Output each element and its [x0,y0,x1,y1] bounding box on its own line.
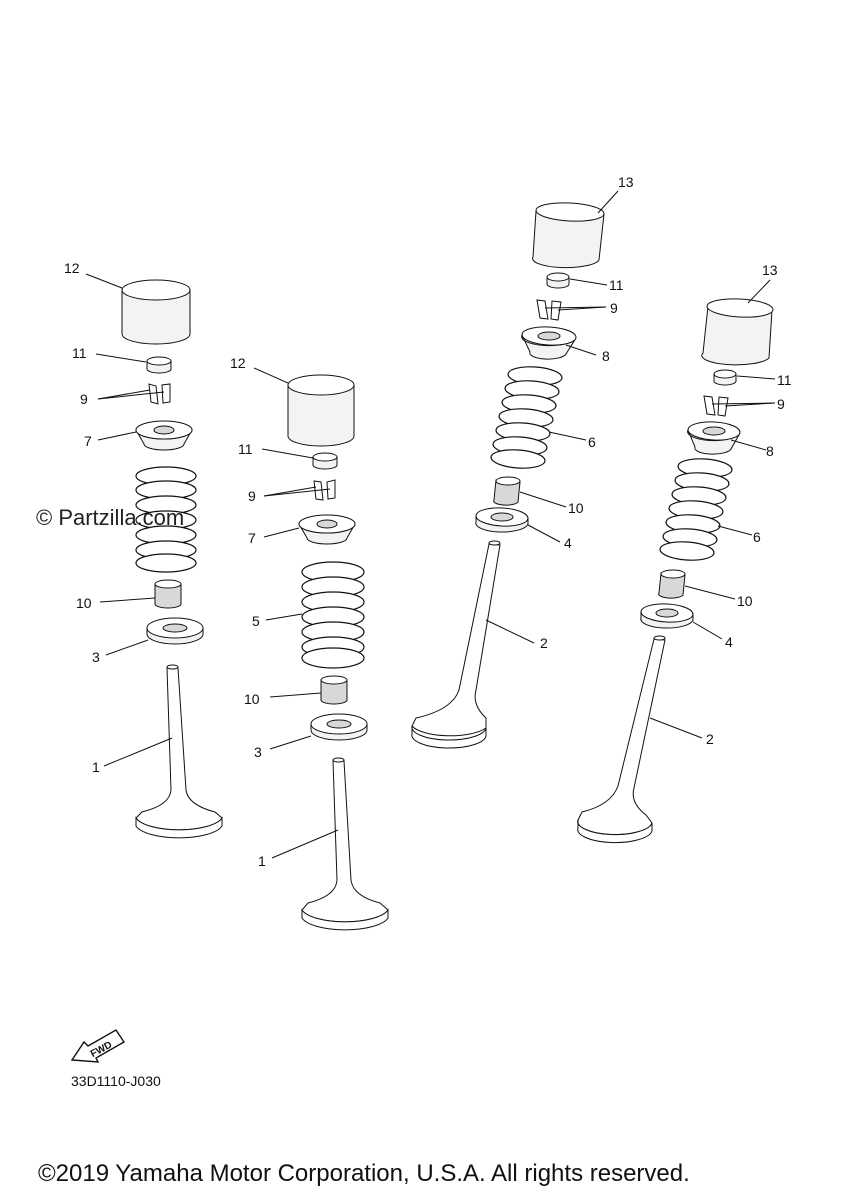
valve-pad-11a [146,356,172,374]
callout-4d: 4 [725,634,733,650]
intake-valve-1a [135,664,223,839]
valve-stem-seal-10b [320,675,348,705]
callout-8c: 8 [602,348,610,364]
valve-lifter-12b [287,374,355,447]
valve-pad-11d [713,369,737,386]
spring-seat-4d [640,603,694,629]
spring-seat-3a [146,617,204,645]
valve-pad-11b [312,452,338,470]
callout-3b: 3 [254,744,262,760]
callout-1a: 1 [92,759,100,775]
callout-7b: 7 [248,530,256,546]
valve-spring-6c [490,366,563,469]
callout-10a: 10 [76,595,92,611]
callout-2c: 2 [540,635,548,651]
callout-8d: 8 [766,443,774,459]
callout-3a: 3 [92,649,100,665]
exhaust-valve-2c [411,540,501,749]
callout-9d: 9 [777,396,785,412]
callout-9a: 9 [80,391,88,407]
callout-11d: 11 [777,372,792,388]
callout-11c: 11 [609,277,624,293]
valve-cotter-9a [148,383,171,405]
valve-stem-seal-10d [658,569,686,599]
valve-cotter-9c [536,299,562,321]
spring-retainer-7b [298,514,356,545]
intake-valve-1b [301,757,389,931]
callout-2d: 2 [706,731,714,747]
exhaust-valve-2d [577,635,666,844]
callout-11b: 11 [238,441,253,457]
valve-stem-seal-10a [154,579,182,609]
callout-10b: 10 [244,691,260,707]
part-code: 33D1110-J030 [71,1073,161,1089]
valve-lifter-13d [701,298,774,366]
valve-stack-d: 13 11 9 8 6 10 4 2 [577,262,792,844]
spring-retainer-8c [521,326,577,360]
spring-retainer-8d [687,421,741,455]
callout-7a: 7 [84,433,92,449]
callout-13d: 13 [762,262,778,278]
callout-1b: 1 [258,853,266,869]
callout-6c: 6 [588,434,596,450]
valve-stack-c: 13 11 9 8 6 10 4 2 [411,174,634,749]
callout-10d: 10 [737,593,753,609]
callout-12b: 12 [230,355,246,371]
valve-cotter-9d [703,395,729,417]
callout-4c: 4 [564,535,572,551]
copyright-notice: ©2019 Yamaha Motor Corporation, U.S.A. A… [38,1160,690,1187]
valve-stem-seal-10c [493,476,521,506]
callout-12a: 12 [64,260,80,276]
valve-spring-6d [659,458,733,561]
valve-lifter-12a [121,279,191,345]
spring-retainer-7a [135,420,193,451]
callout-9b: 9 [248,488,256,504]
callout-13c: 13 [618,174,634,190]
valve-stack-b: 12 11 9 7 5 10 3 1 [230,355,389,931]
callout-10c: 10 [568,500,584,516]
callout-9c: 9 [610,300,618,316]
valve-stack-a: 12 11 9 7 10 3 1 [64,260,223,839]
valve-lifter-13c [532,202,605,269]
callout-5b: 5 [252,613,260,629]
spring-seat-3b [310,713,368,741]
valve-spring-5b [301,561,365,669]
watermark-text: © Partzilla.com [36,505,185,530]
forward-arrow-icon: FWD [70,1029,125,1063]
valve-pad-11c [546,272,570,289]
callout-11a: 11 [72,345,87,361]
callout-6d: 6 [753,529,761,545]
spring-seat-4c [475,507,529,533]
valve-spring-5a [135,466,197,573]
